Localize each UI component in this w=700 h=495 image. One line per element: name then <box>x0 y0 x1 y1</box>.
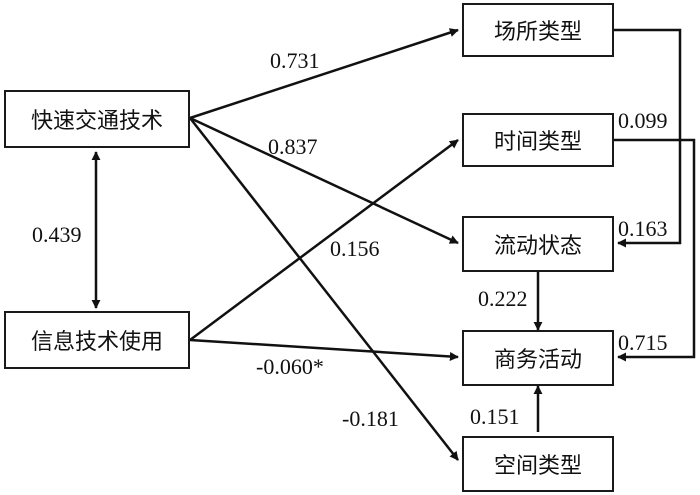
arrow-kuaisu-kongjian <box>189 117 459 461</box>
arrow-kuaisu-changsuo <box>189 28 459 120</box>
coef-liudong-shangwu: 0.222 <box>478 286 528 311</box>
coef-xinxi-shangwu: -0.060* <box>256 354 324 379</box>
coef-kuaisu-changsuo: 0.731 <box>270 48 320 73</box>
node-xinxi-jishu: 信息技术使用 <box>4 311 190 369</box>
arrow-shijian-shangwu <box>614 138 696 362</box>
coef-kongjian-shangwu: 0.151 <box>470 404 520 429</box>
arrow-changsuo-liudong <box>614 28 682 248</box>
node-shijian-leixing: 时间类型 <box>462 113 614 167</box>
node-kongjian-leixing: 空间类型 <box>462 436 614 492</box>
coef-kuaisu-liudong: 0.837 <box>268 134 318 159</box>
coef-changsuo-shangwu: 0.715 <box>618 330 668 355</box>
coef-xinxi-shijian: 0.156 <box>330 236 380 261</box>
coef-kuaisu-kongjian: -0.181 <box>342 406 399 431</box>
node-kuaisu-jiaotong: 快速交通技术 <box>4 90 190 148</box>
arrow-xinxi-shijian <box>189 138 459 342</box>
node-changsuo-leixing: 场所类型 <box>462 3 614 57</box>
arrow-kuaisu-liudong <box>189 116 459 245</box>
node-liudong-zhuangtai: 流动状态 <box>462 216 614 272</box>
coef-shijian-shangwu: 0.099 <box>618 108 668 133</box>
arrow-xinxi-shangwu <box>189 338 459 361</box>
coef-changsuo-liudong: 0.163 <box>618 216 668 241</box>
node-shangwu-huodong: 商务活动 <box>462 330 614 386</box>
coef-kuaisu-xinxi: 0.439 <box>32 222 82 247</box>
